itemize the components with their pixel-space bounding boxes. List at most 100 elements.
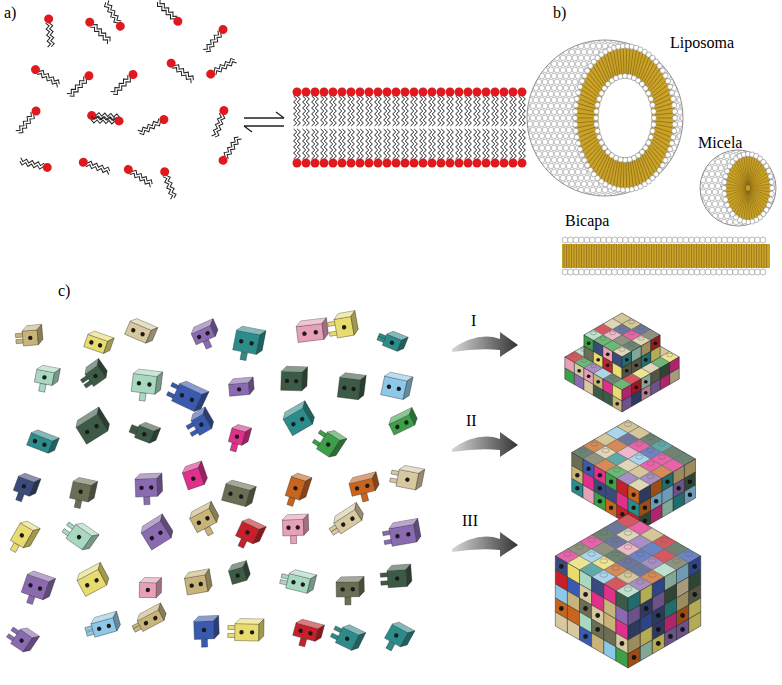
tail-texture: [664, 244, 665, 268]
lipid-head: [667, 237, 673, 243]
lipid-head: [536, 127, 542, 133]
lipid-head: [579, 152, 584, 157]
tail-texture: [655, 118, 673, 119]
lipid-head: [671, 169, 677, 175]
lipid-head: [727, 219, 733, 225]
lipid-head: [769, 159, 775, 165]
lipid-head: [650, 269, 656, 275]
lipid-head: [671, 96, 676, 101]
toy-block: [130, 369, 163, 403]
block-peg: [290, 535, 296, 543]
lipid-tail: [87, 160, 111, 171]
lipid-head: [569, 133, 575, 139]
tail-texture: [610, 51, 616, 76]
tail-texture: [749, 244, 750, 268]
lipid-head: [539, 85, 545, 91]
lipid-head: [705, 269, 711, 275]
lipid-tail: [212, 57, 234, 72]
lipid-head: [755, 269, 761, 275]
lipid-head: [524, 103, 530, 109]
lipid-head: [674, 175, 680, 181]
lipid-tail: [222, 135, 238, 157]
lipid-head: [606, 269, 612, 275]
lipid-tail: [369, 129, 372, 159]
lipid-head: [530, 127, 536, 133]
tail-texture: [581, 136, 597, 147]
block-side: [406, 564, 413, 586]
lipid-head: [644, 43, 650, 49]
lipid-head: [578, 175, 584, 181]
lipid-head: [524, 151, 530, 157]
lipid-head: [768, 174, 773, 179]
lipid-head: [557, 109, 563, 115]
tail-texture: [681, 244, 682, 268]
lipid-tail: [438, 129, 441, 159]
lipid-head: [536, 43, 542, 49]
lipid-molecule: [217, 135, 243, 167]
lipid-head: [581, 181, 587, 187]
lipid-head: [539, 73, 545, 79]
lipid-head: [530, 43, 536, 49]
lipid-head: [718, 213, 724, 219]
lipid-head: [205, 68, 217, 80]
lipid-head: [769, 147, 775, 153]
lipid-head: [646, 140, 651, 145]
lipid-head: [83, 16, 96, 29]
tail-texture: [741, 244, 742, 268]
block-side-shade: [197, 461, 209, 484]
lipid-head: [703, 219, 709, 225]
sphere-outline: [527, 40, 683, 196]
lipid-head: [548, 115, 554, 121]
tail-texture: [586, 244, 587, 268]
block-side: [23, 526, 40, 550]
tail-texture: [577, 124, 595, 128]
tail-texture: [751, 244, 752, 268]
block-side-shade: [158, 514, 175, 538]
lipid-head: [533, 121, 539, 127]
block-peg: [74, 499, 82, 508]
block-front: [139, 582, 156, 597]
lipid-head: [703, 159, 709, 165]
lipid-head: [566, 115, 572, 121]
lipid-head: [590, 269, 596, 275]
tail-texture: [569, 244, 570, 268]
lipid-tail: [339, 129, 342, 159]
block-side-shade: [299, 476, 311, 501]
tail-texture: [661, 244, 662, 268]
tail-texture: [676, 244, 677, 268]
tail-texture: [749, 191, 760, 216]
block-side: [104, 336, 115, 355]
lipid-head: [584, 187, 590, 193]
lipid-head: [557, 97, 563, 103]
lipid-head: [551, 193, 557, 199]
block-hole: [198, 422, 204, 428]
lipid-head: [697, 219, 703, 225]
lipid-tail: [522, 129, 525, 159]
lipid-head: [584, 237, 590, 243]
lipid-head: [566, 163, 572, 169]
head-surface: [524, 37, 686, 199]
lipid-head: [518, 88, 527, 97]
tail-texture: [716, 244, 717, 268]
block-hole: [84, 582, 90, 588]
block-side-shade: [413, 518, 422, 542]
lipid-head: [644, 187, 650, 193]
lipid-head: [579, 269, 585, 275]
lipid-head: [572, 151, 578, 157]
toy-block: [15, 324, 44, 346]
tail-texture: [669, 244, 670, 268]
tail-texture: [736, 244, 737, 268]
block-side: [299, 476, 311, 501]
tail-texture: [652, 90, 668, 101]
lipid-head: [706, 201, 712, 207]
toy-block: [33, 364, 61, 394]
block-side-shade: [303, 514, 309, 535]
lipid-head: [595, 102, 600, 107]
lipid-head: [672, 109, 677, 114]
lipid-tail: [456, 96, 459, 126]
lipid-head: [557, 121, 563, 127]
lipid-head: [651, 109, 656, 114]
lipid-head: [577, 84, 582, 89]
block-side: [158, 514, 175, 538]
lipid-head: [665, 37, 671, 43]
